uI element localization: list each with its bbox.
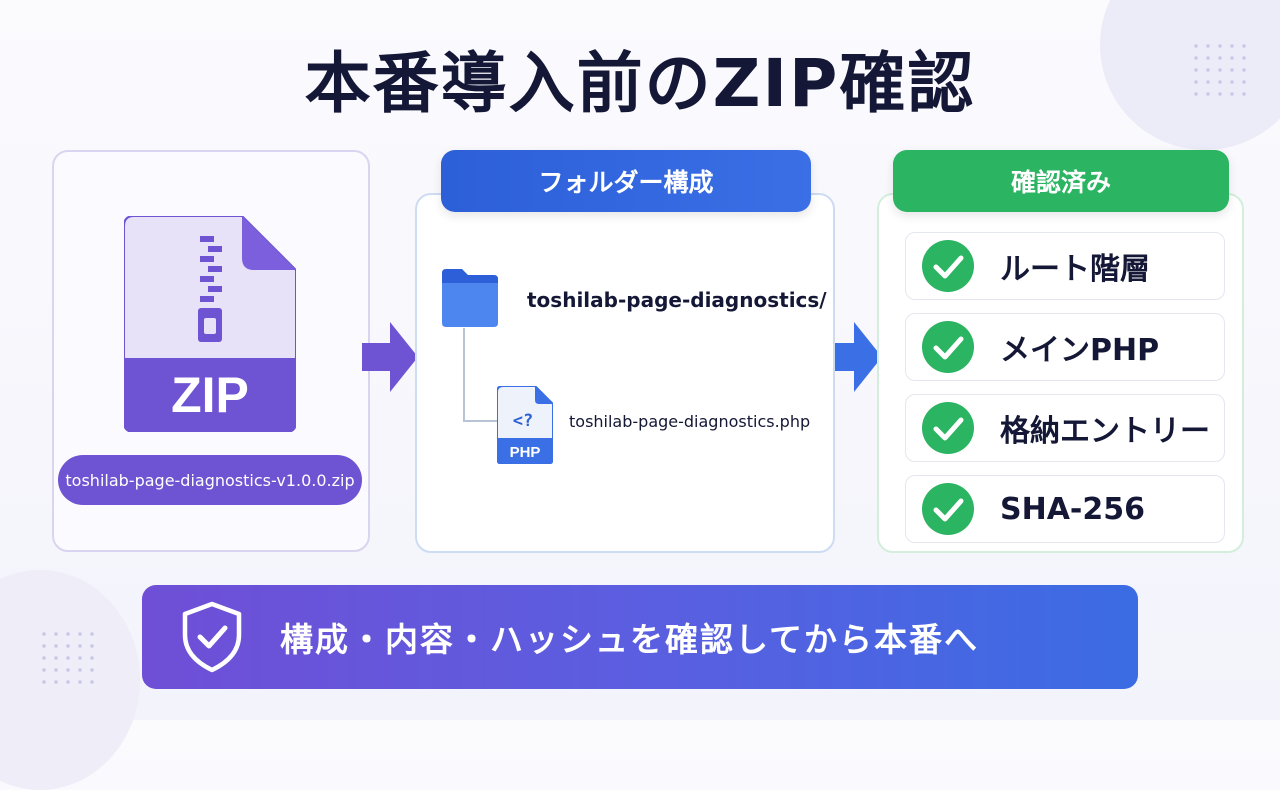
check-item-root: ルート階層 <box>905 232 1225 300</box>
banner-text: 構成・内容・ハッシュを確認してから本番へ <box>280 620 980 659</box>
check-item-sha256: SHA-256 <box>905 475 1225 543</box>
folder-icon <box>442 269 498 327</box>
php-badge: PHP <box>510 444 541 461</box>
check-circle-icon <box>922 402 974 454</box>
check-item-label: SHA-256 <box>1000 491 1146 527</box>
check-item-label: 格納エントリー <box>1000 414 1210 449</box>
php-file-name: toshilab-page-diagnostics.php <box>569 412 811 431</box>
php-glyph: <? <box>513 411 533 431</box>
arrow-right-icon <box>826 322 882 392</box>
page-title: 本番導入前のZIP確認 <box>304 45 976 122</box>
checklist-header: 確認済み <box>893 150 1229 212</box>
arrow-right-icon <box>362 322 418 392</box>
folder-structure-header: フォルダー構成 <box>441 150 811 212</box>
check-item-main-php: メインPHP <box>905 313 1225 381</box>
check-item-label: ルート階層 <box>1000 252 1150 287</box>
zip-file-icon: ZIP <box>124 216 296 432</box>
check-item-label: メインPHP <box>1000 333 1160 368</box>
zip-filename-pill: toshilab-page-diagnostics-v1.0.0.zip <box>58 455 362 505</box>
check-item-entries: 格納エントリー <box>905 394 1225 462</box>
folder-structure-card <box>415 193 835 553</box>
tree-connector <box>463 328 501 422</box>
summary-banner: 構成・内容・ハッシュを確認してから本番へ <box>142 585 1138 689</box>
decor-dots <box>38 628 98 684</box>
folder-name: toshilab-page-diagnostics/ <box>527 288 827 312</box>
decor-dots <box>1190 40 1250 96</box>
php-file-icon: <? PHP <box>497 386 553 464</box>
shield-check-icon <box>182 601 242 673</box>
check-circle-icon <box>922 240 974 292</box>
check-circle-icon <box>922 483 974 535</box>
check-circle-icon <box>922 321 974 373</box>
zip-icon-label: ZIP <box>171 367 249 423</box>
